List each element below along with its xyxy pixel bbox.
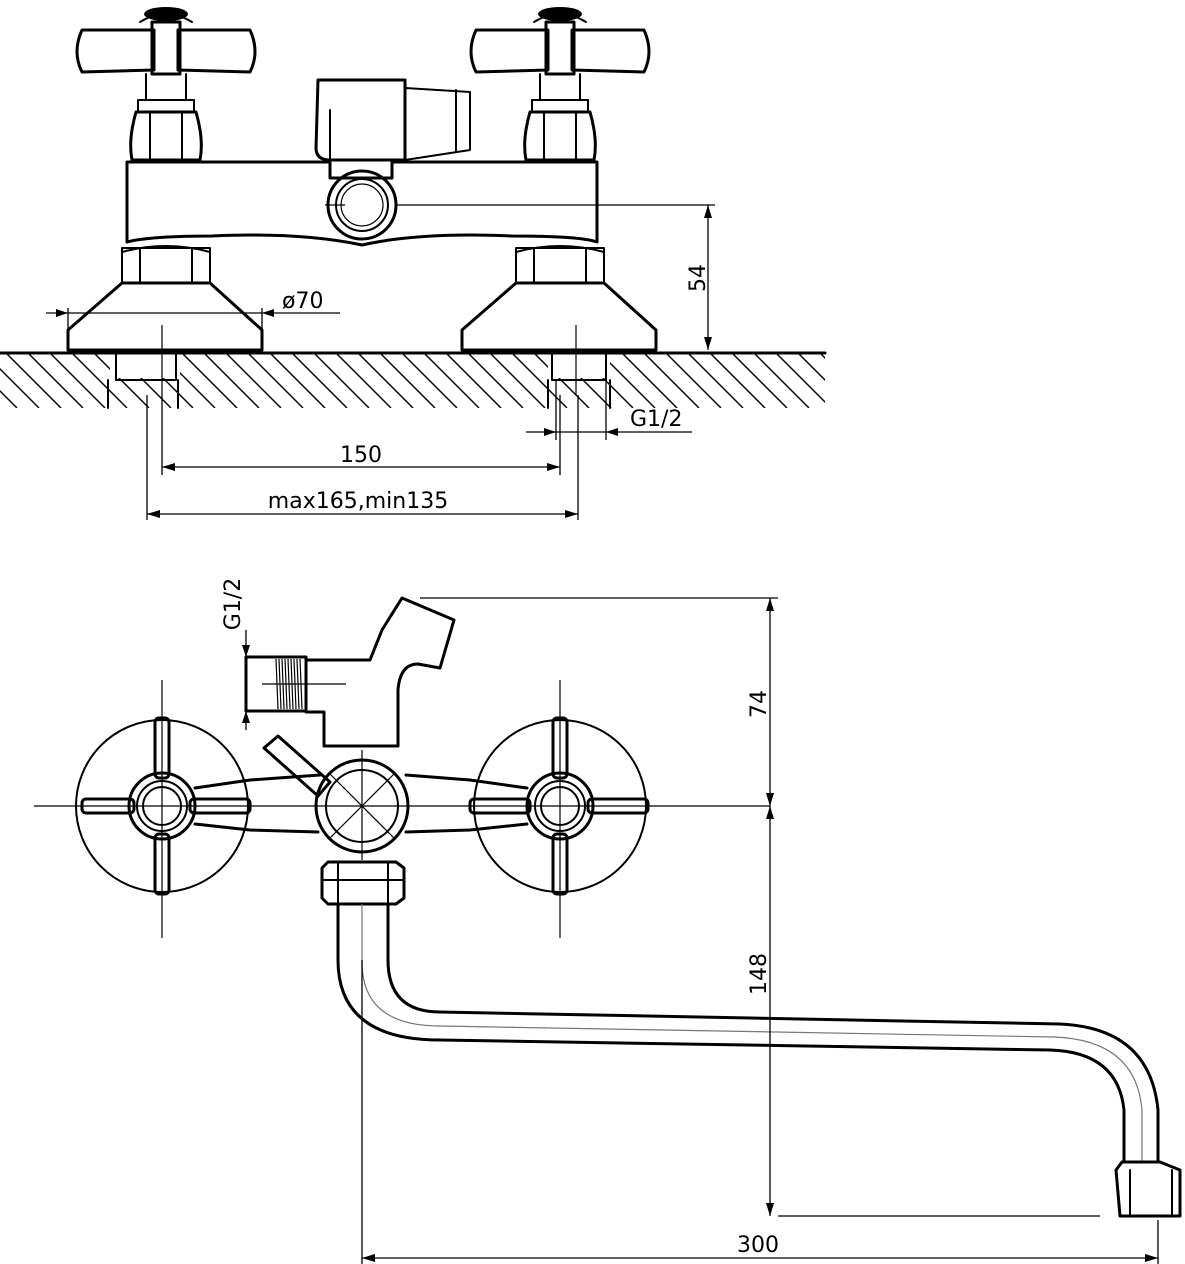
dim-150: 150 (161, 395, 561, 475)
mixer-body-plan (193, 596, 529, 906)
right-cross-handle (469, 7, 651, 162)
dim-300: 300 (361, 960, 1159, 1264)
dim-range: max165,min135 (146, 395, 579, 520)
dim-diameter-70-label: ø70 (282, 289, 323, 314)
dim-74-148: 74 148 (420, 597, 1100, 1217)
dim-54: 54 (396, 204, 715, 350)
left-flange-plan (34, 680, 300, 938)
dim-148-label: 148 (747, 953, 772, 995)
plan-view: G1/2 74 148 300 (34, 578, 1182, 1264)
right-base-flange (460, 245, 658, 352)
diverter-lever (314, 78, 471, 162)
floor-hatching (0, 351, 827, 409)
dim-g12-bottom: G1/2 (526, 380, 692, 440)
dim-74-label: 74 (747, 690, 772, 718)
spout-plan (336, 902, 1182, 1218)
dim-g12-side-label: G1/2 (221, 578, 246, 630)
left-cross-handle (75, 7, 257, 162)
dim-54-label: 54 (686, 264, 711, 292)
dim-diameter-70: ø70 (46, 289, 340, 330)
dim-range-label: max165,min135 (268, 489, 448, 514)
dim-150-label: 150 (340, 443, 382, 468)
dim-300-label: 300 (737, 1233, 779, 1258)
dim-g12-bottom-label: G1/2 (630, 407, 682, 432)
right-flange-plan (420, 680, 770, 938)
dim-g12-side: G1/2 (221, 578, 346, 730)
front-view: 54 ø70 G1/2 150 (0, 7, 827, 520)
left-base-flange (66, 245, 264, 352)
